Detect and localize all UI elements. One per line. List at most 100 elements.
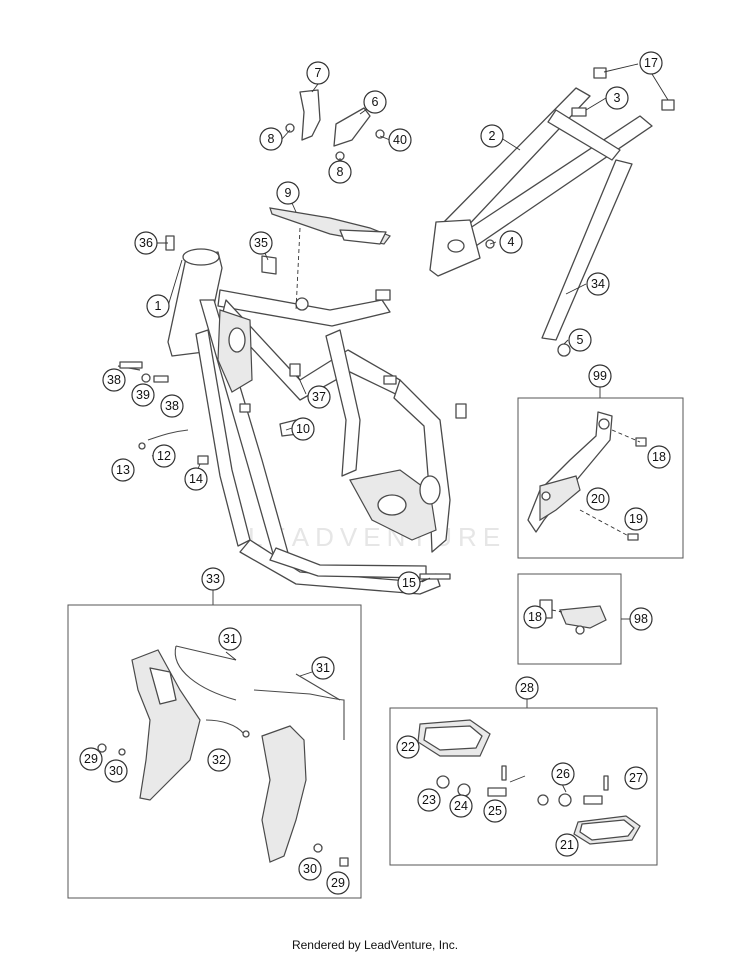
svg-text:35: 35 [254,236,268,250]
callout-31b: 31 [311,656,335,680]
callout-31a: 31 [218,627,242,651]
group-33-box [67,590,362,899]
callout-12: 12 [152,444,176,468]
svg-text:2: 2 [489,129,496,143]
bracket-parts [285,89,385,161]
skid-guard-part [269,207,391,311]
svg-text:17: 17 [644,56,658,70]
svg-text:30: 30 [303,862,317,876]
subframe [429,67,675,357]
svg-text:24: 24 [454,799,468,813]
callout-17: 17 [639,51,663,75]
svg-text:9: 9 [285,186,292,200]
callout-24: 24 [449,794,473,818]
callout-29b: 29 [326,871,350,895]
svg-text:40: 40 [393,133,407,147]
svg-text:8: 8 [337,165,344,179]
svg-text:31: 31 [316,661,330,675]
svg-text:34: 34 [591,277,605,291]
svg-text:26: 26 [556,767,570,781]
callout-13: 13 [111,458,135,482]
callout-1: 1 [146,294,170,318]
callout-19: 19 [624,507,648,531]
callout-18a: 18 [647,445,671,469]
callout-27: 27 [624,766,648,790]
callout-10: 10 [291,417,315,441]
callout-25: 25 [483,799,507,823]
svg-text:39: 39 [136,388,150,402]
svg-text:18: 18 [652,450,666,464]
svg-text:7: 7 [315,66,322,80]
callout-22: 22 [396,735,420,759]
callout-3: 3 [605,86,629,110]
callout-32: 32 [207,748,231,772]
svg-text:36: 36 [139,236,153,250]
callout-26: 26 [551,762,575,786]
svg-text:13: 13 [116,463,130,477]
callout-9: 9 [276,181,300,205]
svg-text:15: 15 [402,576,416,590]
main-frame [167,248,467,595]
callout-23: 23 [417,788,441,812]
callout-4: 4 [499,230,523,254]
svg-text:5: 5 [577,333,584,347]
svg-text:28: 28 [520,681,534,695]
callout-40: 40 [388,128,412,152]
svg-text:3: 3 [614,91,621,105]
svg-text:98: 98 [634,612,648,626]
callout-18b: 18 [523,605,547,629]
callout-6: 6 [363,90,387,114]
callout-33: 33 [201,567,225,591]
svg-text:30: 30 [109,764,123,778]
svg-text:8: 8 [268,132,275,146]
callout-21: 21 [555,833,579,857]
svg-text:27: 27 [629,771,643,785]
callout-29a: 29 [79,747,103,771]
callout-14: 14 [184,467,208,491]
callout-39: 39 [131,383,155,407]
svg-text:20: 20 [591,492,605,506]
svg-text:37: 37 [312,390,326,404]
callout-30a: 30 [104,759,128,783]
callout-2: 2 [480,124,504,148]
callout-8a: 8 [259,127,283,151]
callout-34: 34 [586,272,610,296]
svg-text:18: 18 [528,610,542,624]
callout-37: 37 [307,385,331,409]
group-99-box [517,387,684,559]
svg-text:31: 31 [223,632,237,646]
callout-36: 36 [134,231,158,255]
svg-text:99: 99 [593,369,607,383]
callout-30b: 30 [298,857,322,881]
callout-5: 5 [568,328,592,352]
svg-text:19: 19 [629,512,643,526]
svg-text:25: 25 [488,804,502,818]
callout-35: 35 [249,231,273,255]
svg-text:10: 10 [296,422,310,436]
callout-20: 20 [586,487,610,511]
svg-text:29: 29 [331,876,345,890]
watermark-text: LEADVENTURE [248,522,506,552]
group-28-box [389,698,658,866]
callout-7: 7 [306,61,330,85]
callout-28: 28 [515,676,539,700]
svg-text:29: 29 [84,752,98,766]
svg-text:38: 38 [107,373,121,387]
callout-38b: 38 [160,394,184,418]
callout-15: 15 [397,571,421,595]
footer-credit: Rendered by LeadVenture, Inc. [291,938,459,952]
callout-99: 99 [588,364,612,388]
svg-text:32: 32 [212,753,226,767]
svg-text:22: 22 [401,740,415,754]
svg-text:14: 14 [189,472,203,486]
svg-text:1: 1 [155,299,162,313]
svg-text:33: 33 [206,572,220,586]
svg-text:21: 21 [560,838,574,852]
svg-text:12: 12 [157,449,171,463]
svg-text:23: 23 [422,793,436,807]
callout-98: 98 [629,607,653,631]
svg-text:6: 6 [372,95,379,109]
svg-text:4: 4 [508,235,515,249]
svg-text:38: 38 [165,399,179,413]
